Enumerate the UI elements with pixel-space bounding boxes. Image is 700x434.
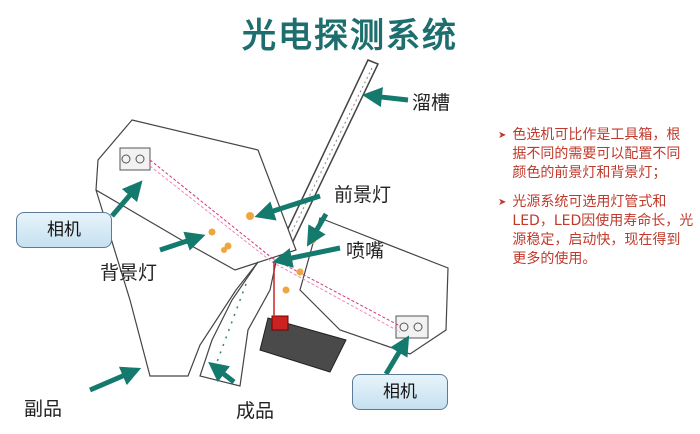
front-light-label: 前景灯: [334, 184, 392, 206]
nozzle-label: 喷嘴: [346, 240, 385, 262]
arrow-nozzle: [272, 245, 341, 268]
left-light-tube: [119, 147, 151, 171]
arrow-camera-left: [110, 180, 143, 218]
notes-panel: ➤ 色选机可比作是工具箱，根据不同的需要可以配置不同颜色的前景灯和背景灯； ➤ …: [498, 126, 694, 279]
ejector-nozzle: [259, 262, 347, 373]
note-text: 光源系统可选用灯管式和LED，LED因使用寿命长，光源稳定，启动快，现在得到更多…: [512, 194, 694, 267]
left-optical-housing: [95, 119, 297, 271]
back-light-label: 背景灯: [100, 262, 158, 284]
right-light-tube: [395, 315, 429, 339]
light-beams: [149, 159, 401, 333]
arrow-camera-right: [383, 335, 410, 376]
right-optical-housing: [299, 217, 449, 355]
arrow-back-light: [159, 231, 206, 253]
note-text: 色选机可比作是工具箱，根据不同的需要可以配置不同颜色的前景灯和背景灯；: [512, 127, 681, 181]
note-item: ➤ 光源系统可选用灯管式和LED，LED因使用寿命长，光源稳定，启动快，现在得到…: [498, 193, 694, 269]
camera-left-box: 相机: [16, 212, 112, 248]
arrow-front-light: [254, 193, 321, 221]
arrow-accept: [208, 361, 236, 384]
triangle-bullet-icon: ➤: [498, 197, 507, 208]
triangle-bullet-icon: ➤: [498, 130, 507, 141]
reject-label: 副品: [24, 398, 63, 420]
arrow-chute: [362, 87, 409, 108]
page-title: 光电探测系统: [242, 16, 458, 56]
pointer-arrows: [89, 87, 410, 393]
accept-label: 成品: [236, 400, 275, 422]
arrow-front-light-right: [306, 212, 329, 247]
chute-label: 溜槽: [412, 92, 451, 114]
arrow-reject: [89, 366, 142, 393]
note-item: ➤ 色选机可比作是工具箱，根据不同的需要可以配置不同颜色的前景灯和背景灯；: [498, 126, 694, 183]
camera-right-box: 相机: [352, 374, 448, 410]
